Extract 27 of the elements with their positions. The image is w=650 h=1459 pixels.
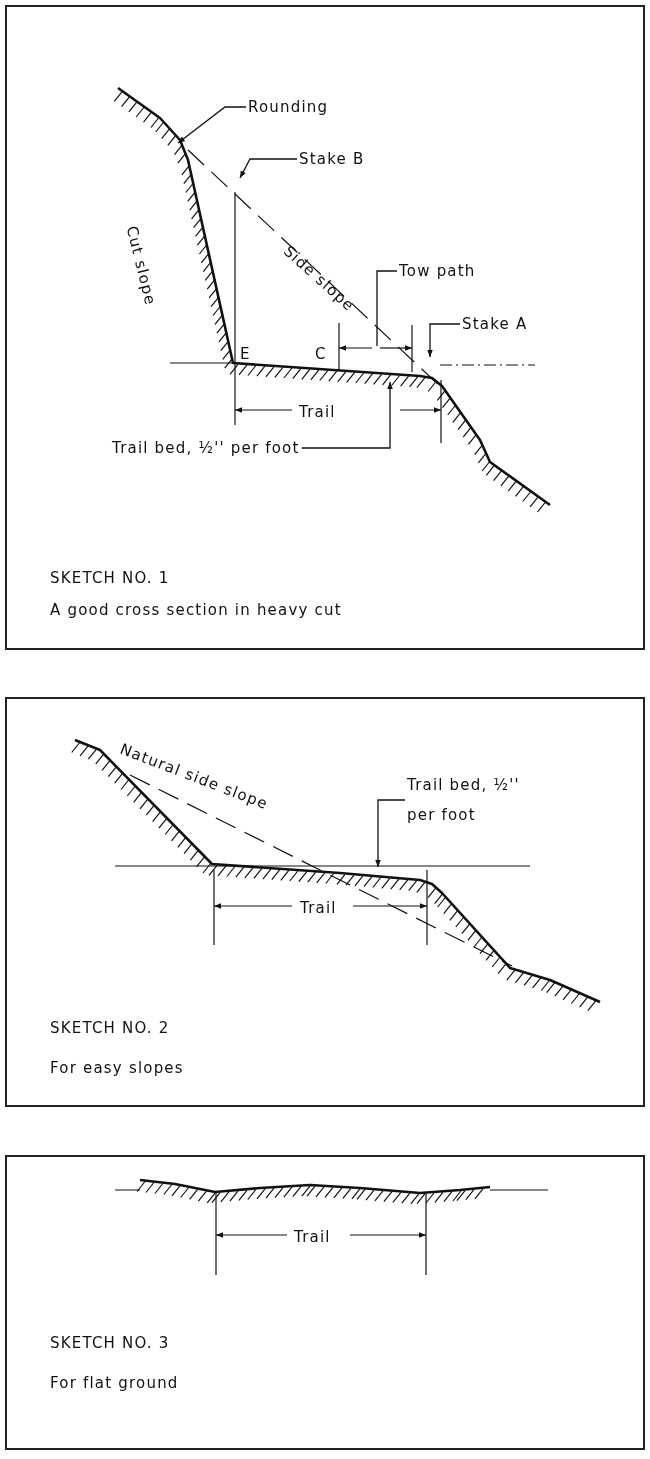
slope-label: Cut slope bbox=[122, 224, 160, 308]
leader-line bbox=[375, 799, 406, 868]
sketch-panel bbox=[5, 1155, 645, 1450]
leader-line bbox=[427, 323, 461, 358]
point-label: E bbox=[240, 345, 251, 363]
sketch-number: SKETCH NO. 2 bbox=[50, 1019, 170, 1037]
sketch-panel bbox=[5, 697, 645, 1107]
callout-label: Stake A bbox=[462, 315, 528, 333]
callout-label: Stake B bbox=[299, 150, 365, 168]
sketch-caption: For easy slopes bbox=[50, 1059, 184, 1077]
dimension-label: Trail bbox=[299, 403, 336, 421]
sketch-caption: For flat ground bbox=[50, 1374, 179, 1392]
sketch-number: SKETCH NO. 1 bbox=[50, 569, 170, 587]
dimension-label: Trail bbox=[294, 1228, 331, 1246]
callout-label: Trail bed, ½'' per foot bbox=[112, 439, 300, 457]
leader-line bbox=[300, 381, 393, 449]
sketch-panel bbox=[5, 5, 645, 650]
callout-label: Trail bed, ½'' per foot bbox=[407, 770, 532, 830]
dimension-label: Trail bbox=[300, 899, 337, 917]
leader-line bbox=[239, 158, 298, 179]
sketch-number: SKETCH NO. 3 bbox=[50, 1334, 170, 1352]
callout-label: Tow path bbox=[399, 262, 476, 280]
sketch-caption: A good cross section in heavy cut bbox=[50, 601, 342, 619]
point-label: C bbox=[315, 345, 327, 363]
callout-label: Rounding bbox=[248, 98, 329, 116]
leader-line bbox=[177, 106, 247, 144]
leader-line bbox=[376, 270, 398, 347]
